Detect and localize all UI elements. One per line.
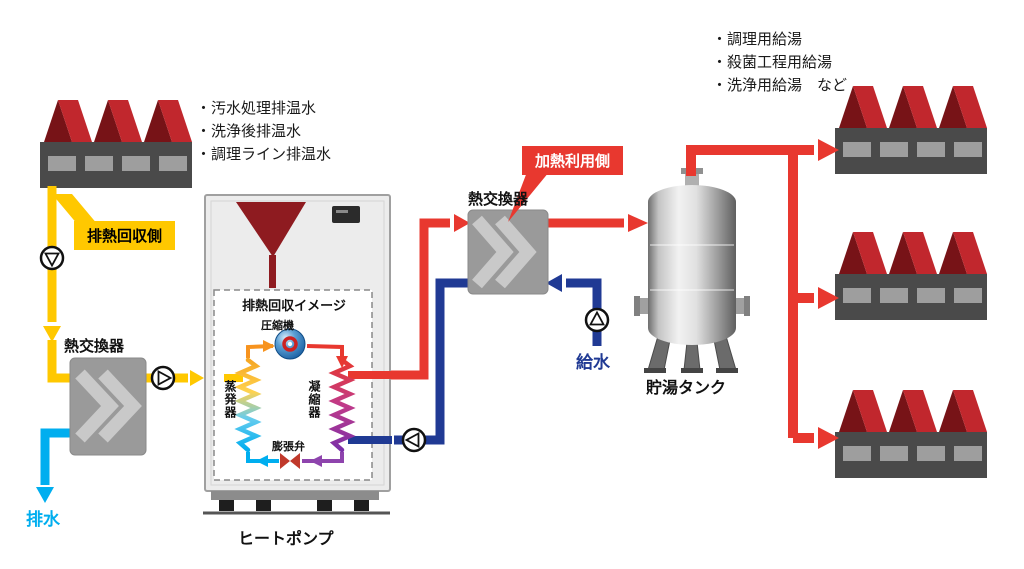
heat-pump-unit <box>203 194 392 515</box>
hot-loop-arrow-icon <box>454 214 470 232</box>
skid-foot <box>354 500 369 511</box>
compressor-hub <box>287 341 293 347</box>
drain-label: 排水 <box>26 510 60 529</box>
factory-waste-heat-source <box>40 100 192 188</box>
pump-return-icon <box>401 427 427 453</box>
chevron-icon <box>472 215 514 289</box>
skid-foot <box>219 500 234 511</box>
tank-leg <box>683 341 701 371</box>
cycle-discharge-line <box>306 344 344 358</box>
expansion-valve-icon <box>290 453 300 469</box>
list-item: ・洗浄後排温水 <box>196 123 302 140</box>
skid-bar <box>211 491 379 500</box>
tank-left-nozzle <box>638 298 650 314</box>
tank-right-flange <box>744 296 750 316</box>
factory-top-arrow-icon <box>818 139 839 161</box>
hot-loop-pipe <box>388 218 450 380</box>
factory-use-middle <box>835 232 987 320</box>
waste-heat-source-list: ・汚水処理排温水 ・洗浄後排温水 ・調理ライン排温水 <box>196 97 331 166</box>
heat-exchanger-left <box>69 357 147 456</box>
list-item: ・調理用給湯 <box>712 31 803 48</box>
evaporator-label: 蒸発器 <box>223 380 237 419</box>
list-item: ・汚水処理排温水 <box>196 100 317 117</box>
chevron-icon <box>495 215 537 289</box>
hx-top-label: 熱交換器 <box>468 191 529 208</box>
return-pipe <box>394 278 470 445</box>
heating-badge-tail <box>508 172 549 222</box>
storage-tank <box>634 168 750 373</box>
expansion-valve-icon <box>280 453 290 469</box>
heating-side-badge: 加熱利用側 <box>522 146 624 175</box>
pump-recovery-down-icon <box>39 245 65 271</box>
heat-pump-panel-seam <box>210 200 385 486</box>
condenser-label: 凝縮器 <box>307 380 321 419</box>
recovery-arrow-right-1-icon <box>190 370 204 386</box>
pumps <box>39 245 610 453</box>
expansion-valve-label: 膨張弁 <box>272 441 305 453</box>
factory-middle-arrow-icon <box>818 287 839 309</box>
compressor-label: 圧縮機 <box>261 320 294 332</box>
chevron-icon <box>75 369 119 443</box>
tank-foot <box>644 368 666 373</box>
hx-left-label: 熱交換器 <box>64 338 125 355</box>
control-display <box>332 206 360 223</box>
cycle-return-line <box>246 452 279 463</box>
cycle-arrow-icon <box>310 455 322 467</box>
factory-use-bottom <box>835 390 987 478</box>
recovery-arrow-down-icon <box>43 326 61 342</box>
recovery-side-badge: 排熱回収側 <box>74 221 176 250</box>
recovery-badge-tail <box>52 194 98 225</box>
funnel-stem <box>269 255 276 288</box>
skid-foot <box>256 500 271 511</box>
condenser-coil <box>328 357 356 453</box>
skid-foot <box>317 500 332 511</box>
tank-inlet-arrow-icon <box>628 214 648 232</box>
drain-arrow-icon <box>36 487 54 503</box>
pump-recovery-right-icon <box>150 365 176 391</box>
tank-label: 貯湯タンク <box>646 380 727 397</box>
list-item: ・洗浄用給湯 など <box>712 77 848 94</box>
recovery-image-title: 排熱回収イメージ <box>242 298 346 313</box>
tank-left-flange <box>634 296 640 316</box>
distribution-pipes <box>686 145 814 443</box>
feed-water-arrow-icon <box>546 274 562 292</box>
pump-feed-water-icon <box>584 307 610 333</box>
factory-bottom-arrow-icon <box>818 427 839 449</box>
feed-water-label: 給水 <box>576 353 610 372</box>
hot-water-use-list: ・調理用給湯 ・殺菌工程用給湯 ・洗浄用給湯 など <box>712 28 847 97</box>
evaporator-coil <box>234 357 262 453</box>
control-display-line <box>336 210 348 213</box>
compressor-fan-icon <box>282 336 298 352</box>
tank-foot <box>681 368 703 373</box>
tank-right-nozzle <box>734 298 746 314</box>
tank-foot <box>716 368 738 373</box>
heat-exchanger-top <box>467 209 549 295</box>
heat-pump-label: ヒートポンプ <box>238 531 334 548</box>
cycle-arrow-icon <box>263 340 275 352</box>
list-item: ・調理ライン排温水 <box>196 146 332 163</box>
cycle-arrow-icon <box>256 455 268 467</box>
factory-use-top <box>835 86 987 174</box>
chevron-icon <box>98 369 142 443</box>
funnel-icon <box>236 202 306 257</box>
list-item: ・殺菌工程用給湯 <box>712 54 833 71</box>
tank-body <box>648 202 736 328</box>
